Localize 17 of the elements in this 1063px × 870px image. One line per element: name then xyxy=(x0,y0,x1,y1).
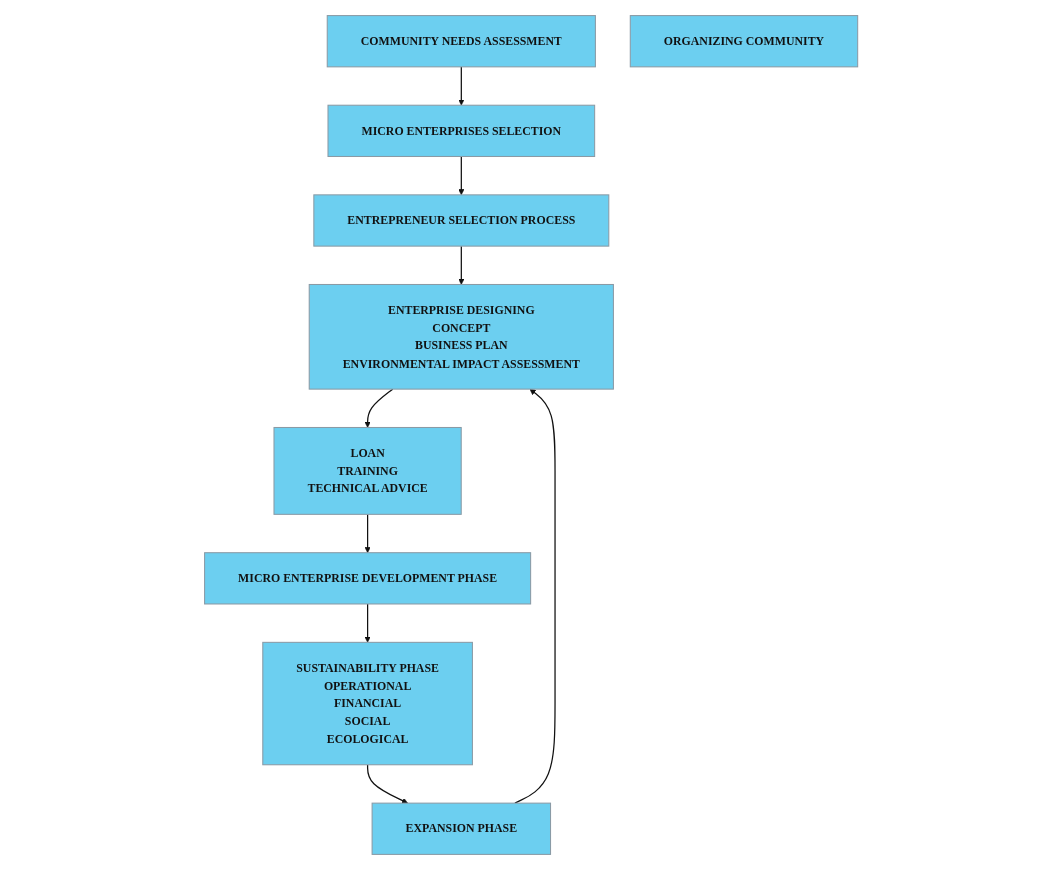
arrow xyxy=(367,764,409,804)
arrow xyxy=(514,388,557,804)
node-box: EXPANSION PHASE xyxy=(371,802,552,855)
arrow xyxy=(364,388,394,428)
node-box: ENTREPRENEUR SELECTION PROCESS xyxy=(313,194,610,247)
node-box: MICRO ENTERPRISES SELECTION xyxy=(327,104,596,157)
arrow xyxy=(458,155,465,196)
node-box: SUSTAINABILITY PHASE OPERATIONAL FINANCIAL SOCIAL ECOLOGICAL xyxy=(262,641,474,766)
node-box: COMMUNITY NEEDS ASSESSMENT xyxy=(327,15,597,68)
arrow xyxy=(364,603,372,643)
arrow xyxy=(458,66,465,106)
node-box: ORGANIZING COMMUNITY xyxy=(630,15,859,68)
arrow xyxy=(364,513,372,553)
node-box: MICRO ENTERPRISE DEVELOPMENT PHASE xyxy=(204,552,532,605)
node-box: ENTERPRISE DESIGNING CONCEPT BUSINESS PLAN ENVIRONMENTAL IMPACT ASSESSMENT xyxy=(309,283,615,390)
node-box: LOAN TRAINING TECHNICAL ADVICE xyxy=(273,426,463,515)
arrow xyxy=(458,245,465,285)
